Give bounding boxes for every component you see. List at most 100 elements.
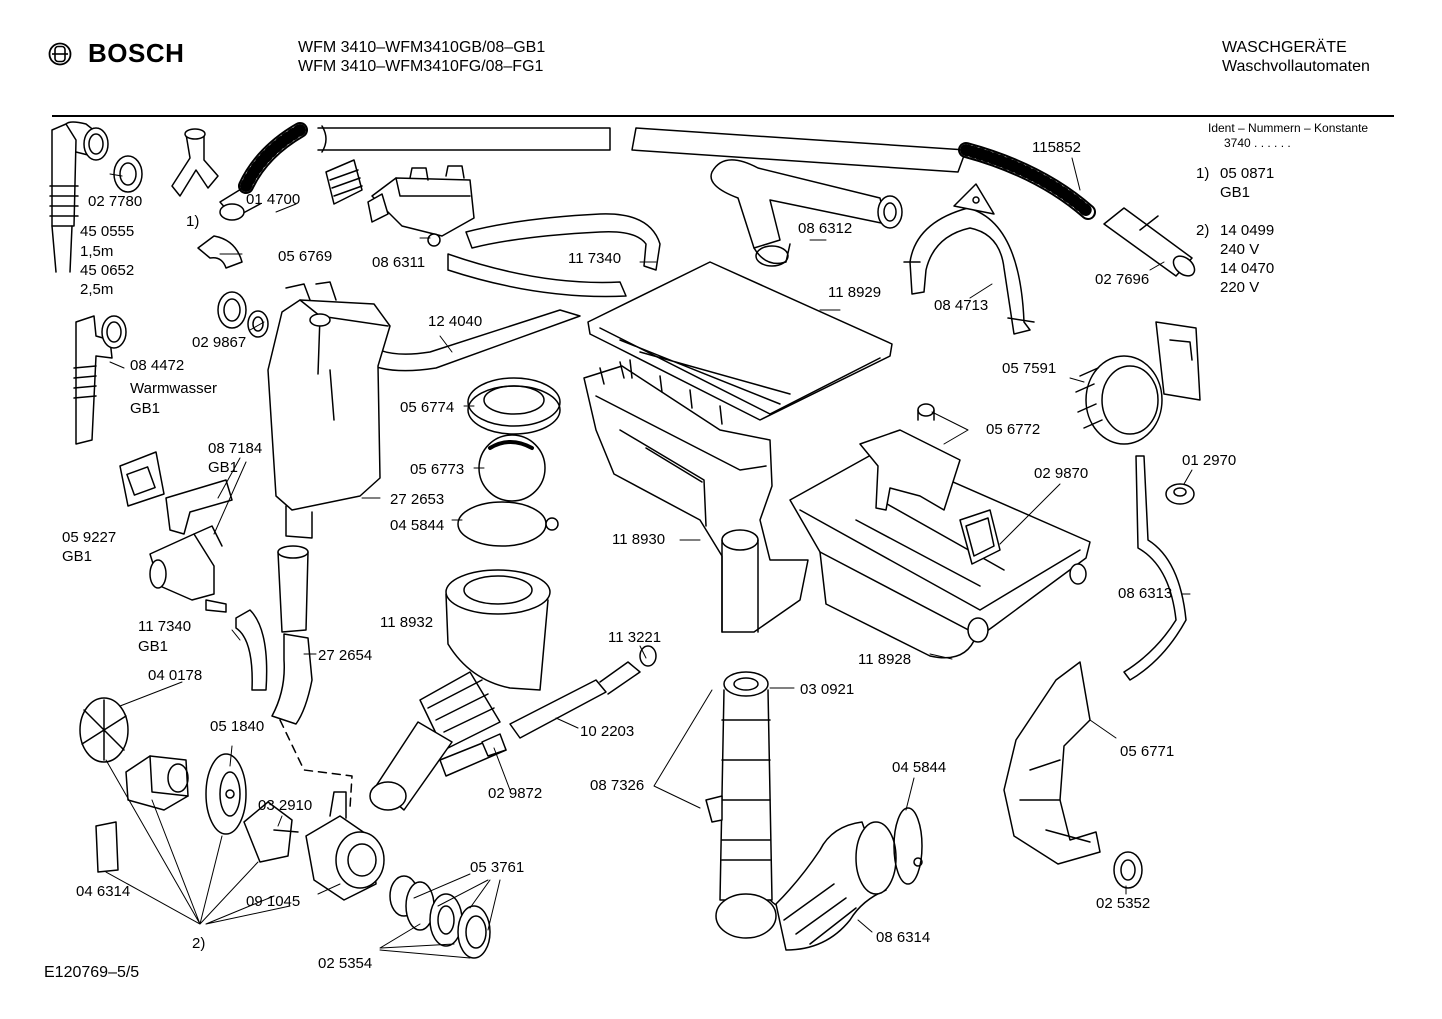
- inlet-hose-450555: [49, 121, 109, 273]
- document-code: E120769–5/5: [44, 964, 140, 981]
- part-label: 2): [192, 935, 205, 952]
- grommet-012970: [1165, 483, 1195, 505]
- part-label: 11 8929: [828, 284, 881, 301]
- model-line: WFM 3410–WFM3410FG/08–FG1: [298, 58, 544, 75]
- part-label: 27 2653: [390, 491, 444, 508]
- warm-hose-084472: [73, 315, 127, 445]
- part-label: 05 3761: [470, 859, 524, 876]
- part-label: 04 5844: [390, 517, 444, 534]
- part-label: 05 1840: [210, 718, 264, 735]
- bracket-056772: [859, 403, 961, 511]
- note-line: 14 0470: [1220, 260, 1275, 277]
- part-label: 08 4713: [934, 297, 988, 314]
- bosch-logo-icon: [48, 42, 72, 65]
- part-label: 05 6774: [400, 399, 454, 416]
- plate-046314: [95, 821, 119, 873]
- part-label: 05 6769: [278, 248, 332, 265]
- part-label: 08 7184: [208, 440, 262, 457]
- hose-272654: [271, 545, 313, 725]
- part-label: 11 8928: [858, 651, 911, 668]
- y-connector-1: [171, 128, 219, 197]
- part-label: 02 9867: [192, 334, 246, 351]
- drain-pipe-087326: [705, 671, 821, 939]
- category: WASCHGERÄTE: [1222, 39, 1347, 56]
- plug-025352: [1113, 851, 1143, 889]
- note-marker: 2): [1196, 222, 1210, 239]
- ident-block: Ident – Nummern – Konstante 3740 . . . .…: [1208, 121, 1368, 151]
- part-label: 10 2203: [580, 723, 634, 740]
- model-lines: WFM 3410–WFM3410GB/08–GB1 WFM 3410–WFM34…: [298, 38, 545, 76]
- part-label: 05 6771: [1120, 743, 1174, 760]
- bracket-084713: [903, 183, 1035, 335]
- part-label: 45 0652: [80, 262, 134, 279]
- leader-lines: [105, 157, 1193, 959]
- corrugated-hose-left: [219, 122, 308, 221]
- note-line: 05 0871: [1220, 165, 1275, 182]
- seal-029870: [959, 509, 1001, 565]
- corrugated-hose-115852: [958, 142, 1096, 220]
- part-labels: 02 7780 45 0555 1,5m 45 0652 2,5m 1) 01 …: [62, 139, 1236, 972]
- part-label: 05 6773: [410, 461, 464, 478]
- model-line: WFM 3410–WFM3410GB/08–GB1: [298, 39, 546, 56]
- drawer-lid-118929: [587, 261, 893, 425]
- part-label: 11 8930: [612, 531, 665, 548]
- pump-housing-091045: [305, 791, 385, 901]
- part-label: 08 4472: [130, 357, 184, 374]
- part-label: 02 5352: [1096, 895, 1150, 912]
- switch-057591: [1075, 321, 1201, 445]
- dashed-link: [279, 719, 353, 809]
- bent-hose-086312: [710, 159, 903, 267]
- ring-056774: [467, 377, 561, 435]
- brand-name: BOSCH: [88, 38, 185, 68]
- part-label: 08 6313: [1118, 585, 1172, 602]
- part-label: 04 5844: [892, 759, 946, 776]
- part-label: 45 0555: [80, 223, 134, 240]
- bracket-087184: [149, 479, 233, 613]
- part-label: 08 7326: [590, 777, 644, 794]
- part-label: 04 6314: [76, 883, 130, 900]
- note-line: GB1: [1220, 184, 1251, 201]
- part-label: GB1: [208, 459, 238, 476]
- spring-014700: [325, 159, 363, 205]
- note-1: 1): [1196, 164, 1209, 183]
- part-label: GB1: [130, 400, 160, 417]
- part-label: GB1: [138, 638, 168, 655]
- part-label: 02 5354: [318, 955, 372, 972]
- nut-027780: [113, 155, 143, 193]
- part-label: 05 6772: [986, 421, 1040, 438]
- elbow-056769: [197, 235, 243, 269]
- part-label: 27 2654: [318, 647, 372, 664]
- part-label: GB1: [62, 548, 92, 565]
- fan-040178: [79, 697, 129, 763]
- part-label: 11 7340: [138, 618, 191, 635]
- part-label: 11 3221: [608, 629, 661, 646]
- plate-059227: [119, 451, 165, 507]
- brand: BOSCH: [48, 38, 184, 69]
- part-label: 09 1045: [246, 893, 300, 910]
- note-line: 14 0499: [1220, 222, 1275, 239]
- impeller-051840: [205, 753, 247, 835]
- part-label: 05 9227: [62, 529, 116, 546]
- ident-constant: 3740 . . . . . .: [1224, 136, 1291, 150]
- bracket-056771: [1003, 661, 1101, 865]
- clamp-045844-right: [893, 807, 923, 885]
- hose-117340-upper: [447, 213, 661, 298]
- valve-block-086311: [367, 165, 475, 247]
- part-label: 11 7340: [568, 250, 621, 267]
- header-rule: [52, 115, 1394, 117]
- part-label: 01 4700: [246, 191, 300, 208]
- part-label: 05 7591: [1002, 360, 1056, 377]
- part-label: 03 2910: [258, 797, 312, 814]
- tank-272653: [267, 281, 391, 539]
- part-label: 115852: [1032, 139, 1081, 156]
- part-label: 08 6311: [372, 254, 425, 271]
- long-hose-top: [317, 125, 967, 173]
- part-label: 02 9870: [1034, 465, 1088, 482]
- washers-029867: [217, 291, 269, 338]
- part-label: 12 4040: [428, 313, 482, 330]
- part-label: 2,5m: [80, 281, 113, 298]
- category-block: WASCHGERÄTE Waschvollautomaten: [1222, 38, 1370, 76]
- clamp-045844: [457, 501, 559, 547]
- part-label: 08 6312: [798, 220, 852, 237]
